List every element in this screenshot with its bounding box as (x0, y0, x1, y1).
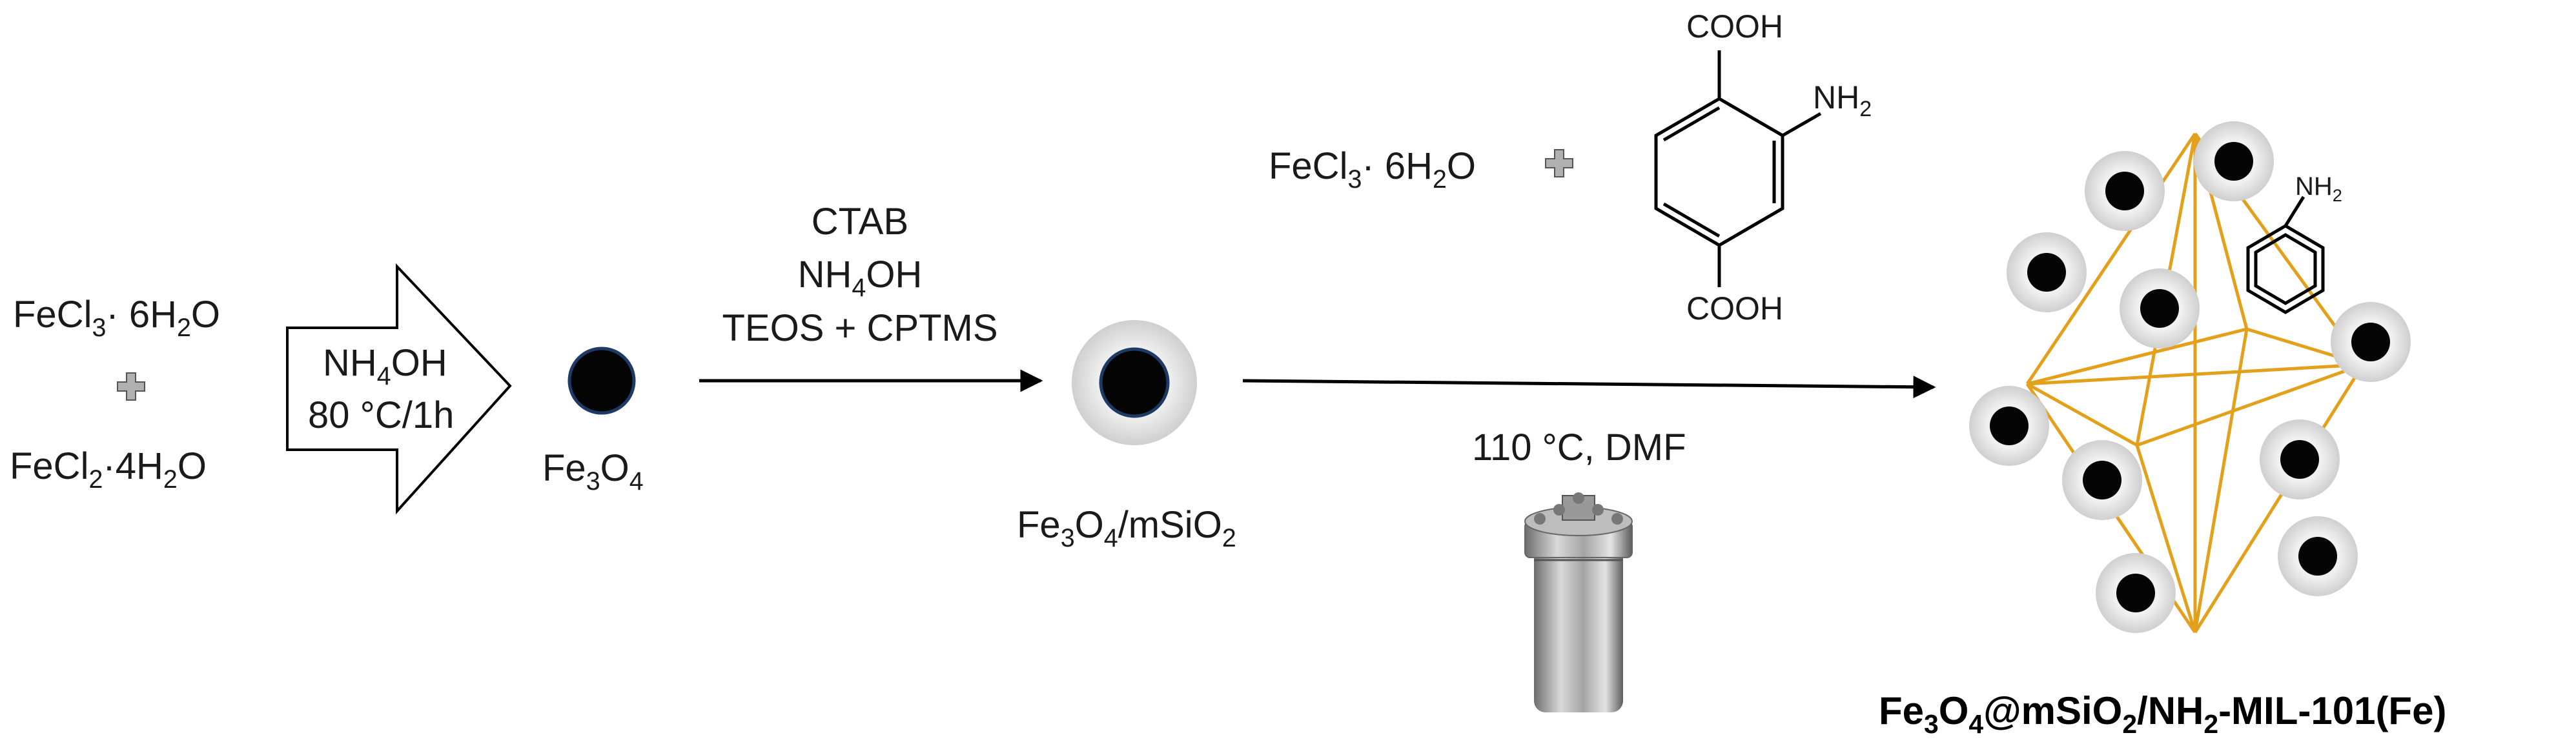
core-shell-particle (2260, 419, 2340, 499)
core-shell-particles (1969, 121, 2411, 633)
core-shell-particle (2085, 151, 2165, 231)
reactant-fecl2: FeCl2·4H2O (10, 445, 207, 494)
linker-top-cooh: COOH (1686, 8, 1783, 45)
amine-benzene-ring (2246, 196, 2325, 314)
core-shell-particle (2331, 302, 2411, 382)
plus-icon (117, 372, 145, 401)
core-shell-particle (2194, 121, 2274, 201)
core-shell-particle (2062, 440, 2142, 520)
step3-fecl3: FeCl3· 6H2O (1269, 145, 1476, 194)
step1-reagent: NH4OH (323, 342, 447, 390)
product-amine: NH2 (2295, 172, 2342, 205)
step1-block-arrow (286, 263, 512, 515)
plus-icon (1545, 149, 1573, 177)
fe3o4-msio2-particle (1072, 320, 1197, 445)
core-shell-particle (2007, 232, 2087, 312)
product-label: Fe3O4@mSiO2/NH2-MIL-101(Fe) (1879, 689, 2446, 739)
core-shell-particle (2120, 268, 2200, 348)
step2-line1: CTAB (812, 201, 908, 243)
core-shell-particle (1969, 386, 2049, 466)
aminoterephthalic-acid-structure (1654, 50, 1822, 287)
fe3o4-particle (567, 347, 636, 415)
core-shell-particle (2278, 516, 2358, 596)
step2-line3: TEOS + CPTMS (722, 307, 997, 349)
step2-line2: NH4OH (798, 254, 923, 302)
linker-bottom-cooh: COOH (1686, 290, 1783, 327)
autoclave-reactor-icon (1524, 492, 1633, 712)
step3-condition: 110 °C, DMF (1472, 427, 1686, 468)
step1-condition: 80 °C/1h (308, 394, 454, 436)
fe3o4-label: Fe3O4 (542, 447, 644, 496)
core-shell-particle (2096, 553, 2176, 633)
reactant-fecl3: FeCl3· 6H2O (13, 294, 220, 342)
fe3o4-msio2-label: Fe3O4/mSiO2 (1017, 504, 1236, 552)
step3-arrow (1242, 376, 1936, 399)
linker-amine: NH2 (1813, 79, 1872, 121)
